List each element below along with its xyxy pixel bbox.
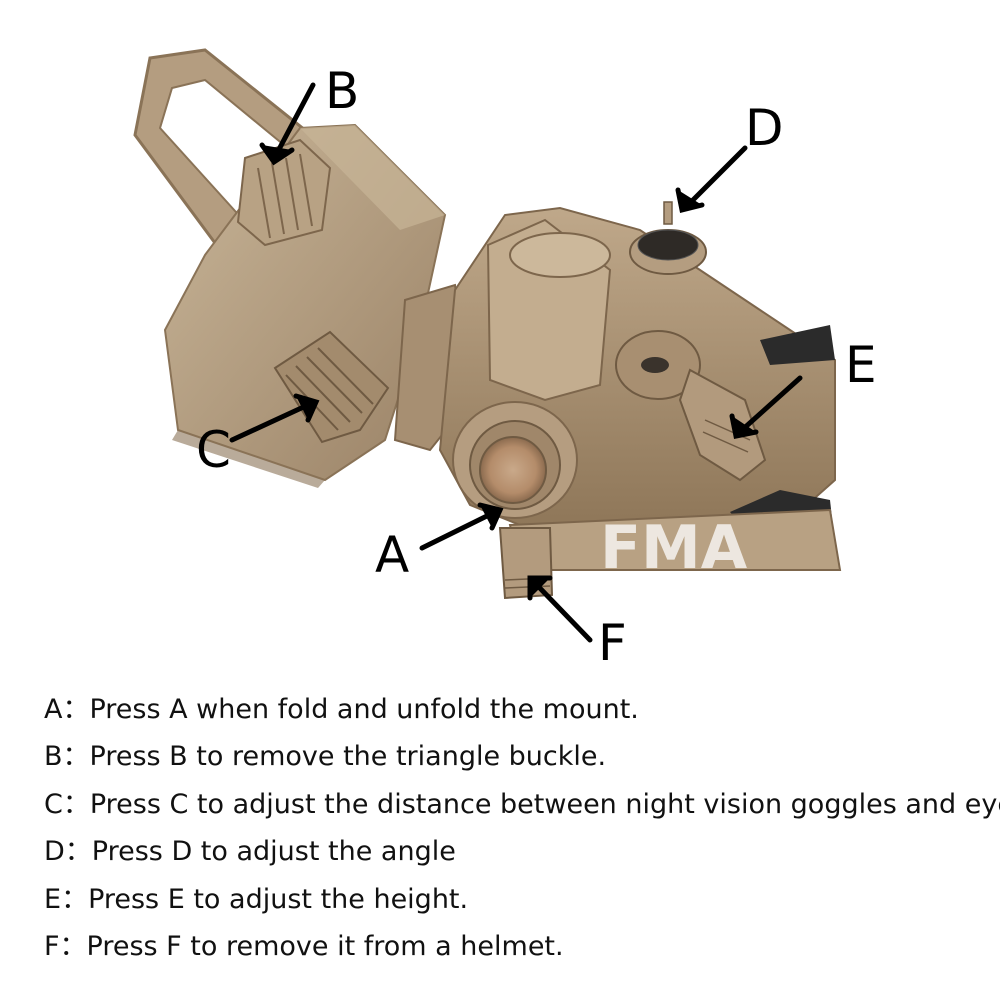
callout-d: D xyxy=(745,99,784,157)
instruction-text: Press B to remove the triangle buckle. xyxy=(89,741,607,772)
instruction-text: Press E to adjust the height. xyxy=(88,884,469,915)
arrow-b xyxy=(259,82,316,166)
instruction-f: F：Press F to remove it from a helmet. xyxy=(44,931,564,963)
callout-a: A xyxy=(375,526,409,584)
instruction-separator: ： xyxy=(64,836,92,867)
instruction-text: Press D to adjust the angle xyxy=(91,836,456,867)
callout-e: E xyxy=(845,336,877,394)
callout-b: B xyxy=(325,62,359,120)
arrow-f xyxy=(527,575,593,643)
instruction-a: A：Press A when fold and unfold the mount… xyxy=(44,694,639,726)
instruction-letter: D xyxy=(44,836,65,867)
bore-a xyxy=(479,436,547,504)
instruction-b: B：Press B to remove the triangle buckle. xyxy=(44,741,606,773)
instruction-separator: ： xyxy=(59,931,87,962)
instruction-text: Press F to remove it from a helmet. xyxy=(86,931,564,962)
arrow-a xyxy=(419,502,504,551)
callout-f: F xyxy=(598,614,627,672)
instruction-e: E：Press E to adjust the height. xyxy=(44,884,468,916)
callout-c: C xyxy=(196,421,231,479)
instruction-d: D：Press D to adjust the angle xyxy=(44,836,456,868)
instruction-separator: ： xyxy=(62,789,90,820)
instruction-separator: ： xyxy=(61,884,89,915)
knob-d xyxy=(629,201,707,275)
screw-head xyxy=(615,330,701,400)
arrow-e xyxy=(729,375,803,439)
instruction-separator: ： xyxy=(62,741,90,772)
button-b xyxy=(236,138,332,247)
arrow-c xyxy=(229,393,320,443)
instruction-text: Press C to adjust the distance between n… xyxy=(89,789,1000,820)
instruction-text: Press A when fold and unfold the mount. xyxy=(89,694,639,725)
instruction-letter: E xyxy=(44,884,62,915)
instruction-separator: ： xyxy=(62,694,90,725)
instruction-letter: B xyxy=(44,741,63,772)
arrows xyxy=(229,82,803,643)
watermark-text: FMA xyxy=(600,513,748,583)
arrow-d xyxy=(675,145,748,214)
instruction-c: C：Press C to adjust the distance between… xyxy=(44,789,1000,821)
button-f xyxy=(498,527,554,600)
nvg-mount-illustration: FMA xyxy=(133,48,877,672)
lever-e xyxy=(678,368,767,482)
base-slide: FMA xyxy=(508,508,842,583)
instruction-letter: A xyxy=(44,694,63,725)
instruction-letter: C xyxy=(44,789,63,820)
instruction-letter: F xyxy=(44,931,60,962)
